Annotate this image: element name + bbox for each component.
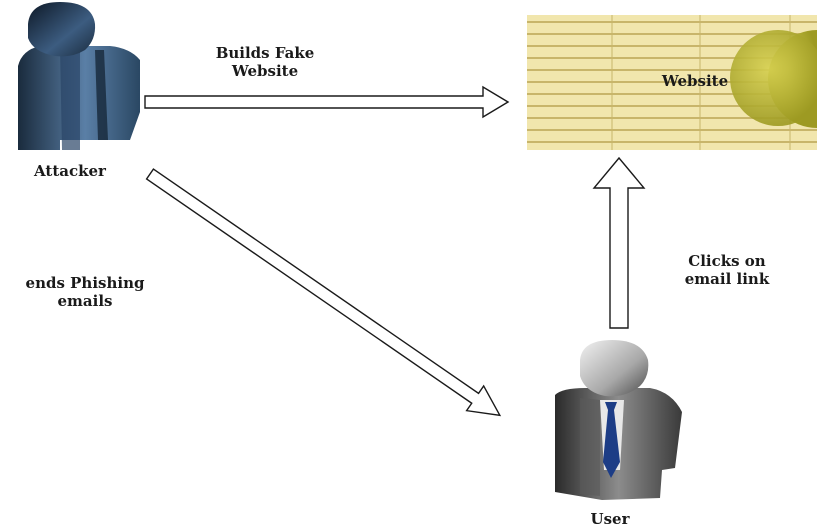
edge-label-build: Builds Fake Website <box>195 44 335 80</box>
edge-label-phish-line1: ends Phishing <box>25 274 145 292</box>
edge-label-click: Clicks on email link <box>662 252 792 288</box>
node-label-website: Website <box>640 72 750 90</box>
user-icon <box>555 340 682 500</box>
website-node <box>527 15 817 150</box>
edge-label-build-line2: Website <box>231 62 299 80</box>
edge-label-click-line2: email link <box>684 270 770 288</box>
edge-label-phish: ends Phishing emails <box>0 274 170 310</box>
arrow-phish <box>145 168 502 417</box>
user-tie <box>603 402 620 478</box>
node-label-attacker: Attacker <box>10 162 130 180</box>
node-label-user: User <box>570 510 650 528</box>
edge-label-build-line1: Builds Fake <box>215 44 315 62</box>
attacker-icon <box>18 2 140 150</box>
edge-label-phish-line2: emails <box>57 292 113 310</box>
arrow-click <box>592 156 646 329</box>
arrow-build <box>144 85 510 119</box>
attacker-label: Attacker <box>34 162 106 180</box>
website-stripes <box>527 15 817 150</box>
website-label: Website <box>661 72 729 90</box>
website-sun-disc <box>730 30 817 126</box>
edge-label-click-line1: Clicks on <box>688 252 766 270</box>
user-label: User <box>590 510 630 528</box>
